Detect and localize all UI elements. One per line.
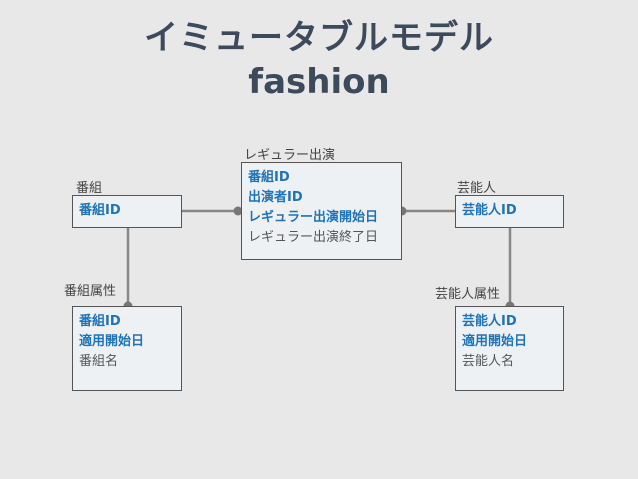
entity-label-talent-attr: 芸能人属性	[435, 287, 501, 302]
entity-label-regular: レギュラー出演	[244, 148, 336, 163]
entity-program: 番組ID	[72, 195, 182, 228]
link-program-regular-end	[233, 206, 243, 216]
field-key: 番組ID	[79, 203, 121, 218]
field-key: 芸能人ID	[462, 203, 517, 218]
field-attr: 芸能人名	[462, 354, 515, 369]
field-key: 番組ID	[79, 314, 121, 329]
entity-regular: 番組ID 出演者ID レギュラー出演開始日 レギュラー出演終了日	[241, 162, 402, 260]
entity-label-program-attr: 番組属性	[64, 284, 117, 299]
entity-talent: 芸能人ID	[455, 195, 564, 228]
diagram-title: イミュータブルモデル	[144, 18, 494, 58]
entity-talent-attr: 芸能人ID 適用開始日 芸能人名	[455, 306, 564, 391]
field-attr: 番組名	[79, 354, 119, 369]
entity-label-program: 番組	[76, 181, 103, 196]
field-key: 適用開始日	[462, 334, 528, 349]
field-key: 番組ID	[248, 170, 290, 185]
entity-label-talent: 芸能人	[457, 181, 497, 196]
field-key: 出演者ID	[248, 190, 303, 205]
field-attr: レギュラー出演終了日	[248, 230, 379, 245]
field-key: 適用開始日	[79, 334, 145, 349]
field-key: レギュラー出演開始日	[248, 210, 379, 225]
entity-program-attr: 番組ID 適用開始日 番組名	[72, 306, 182, 391]
diagram-subtitle: fashion	[248, 62, 390, 102]
field-key: 芸能人ID	[462, 314, 517, 329]
